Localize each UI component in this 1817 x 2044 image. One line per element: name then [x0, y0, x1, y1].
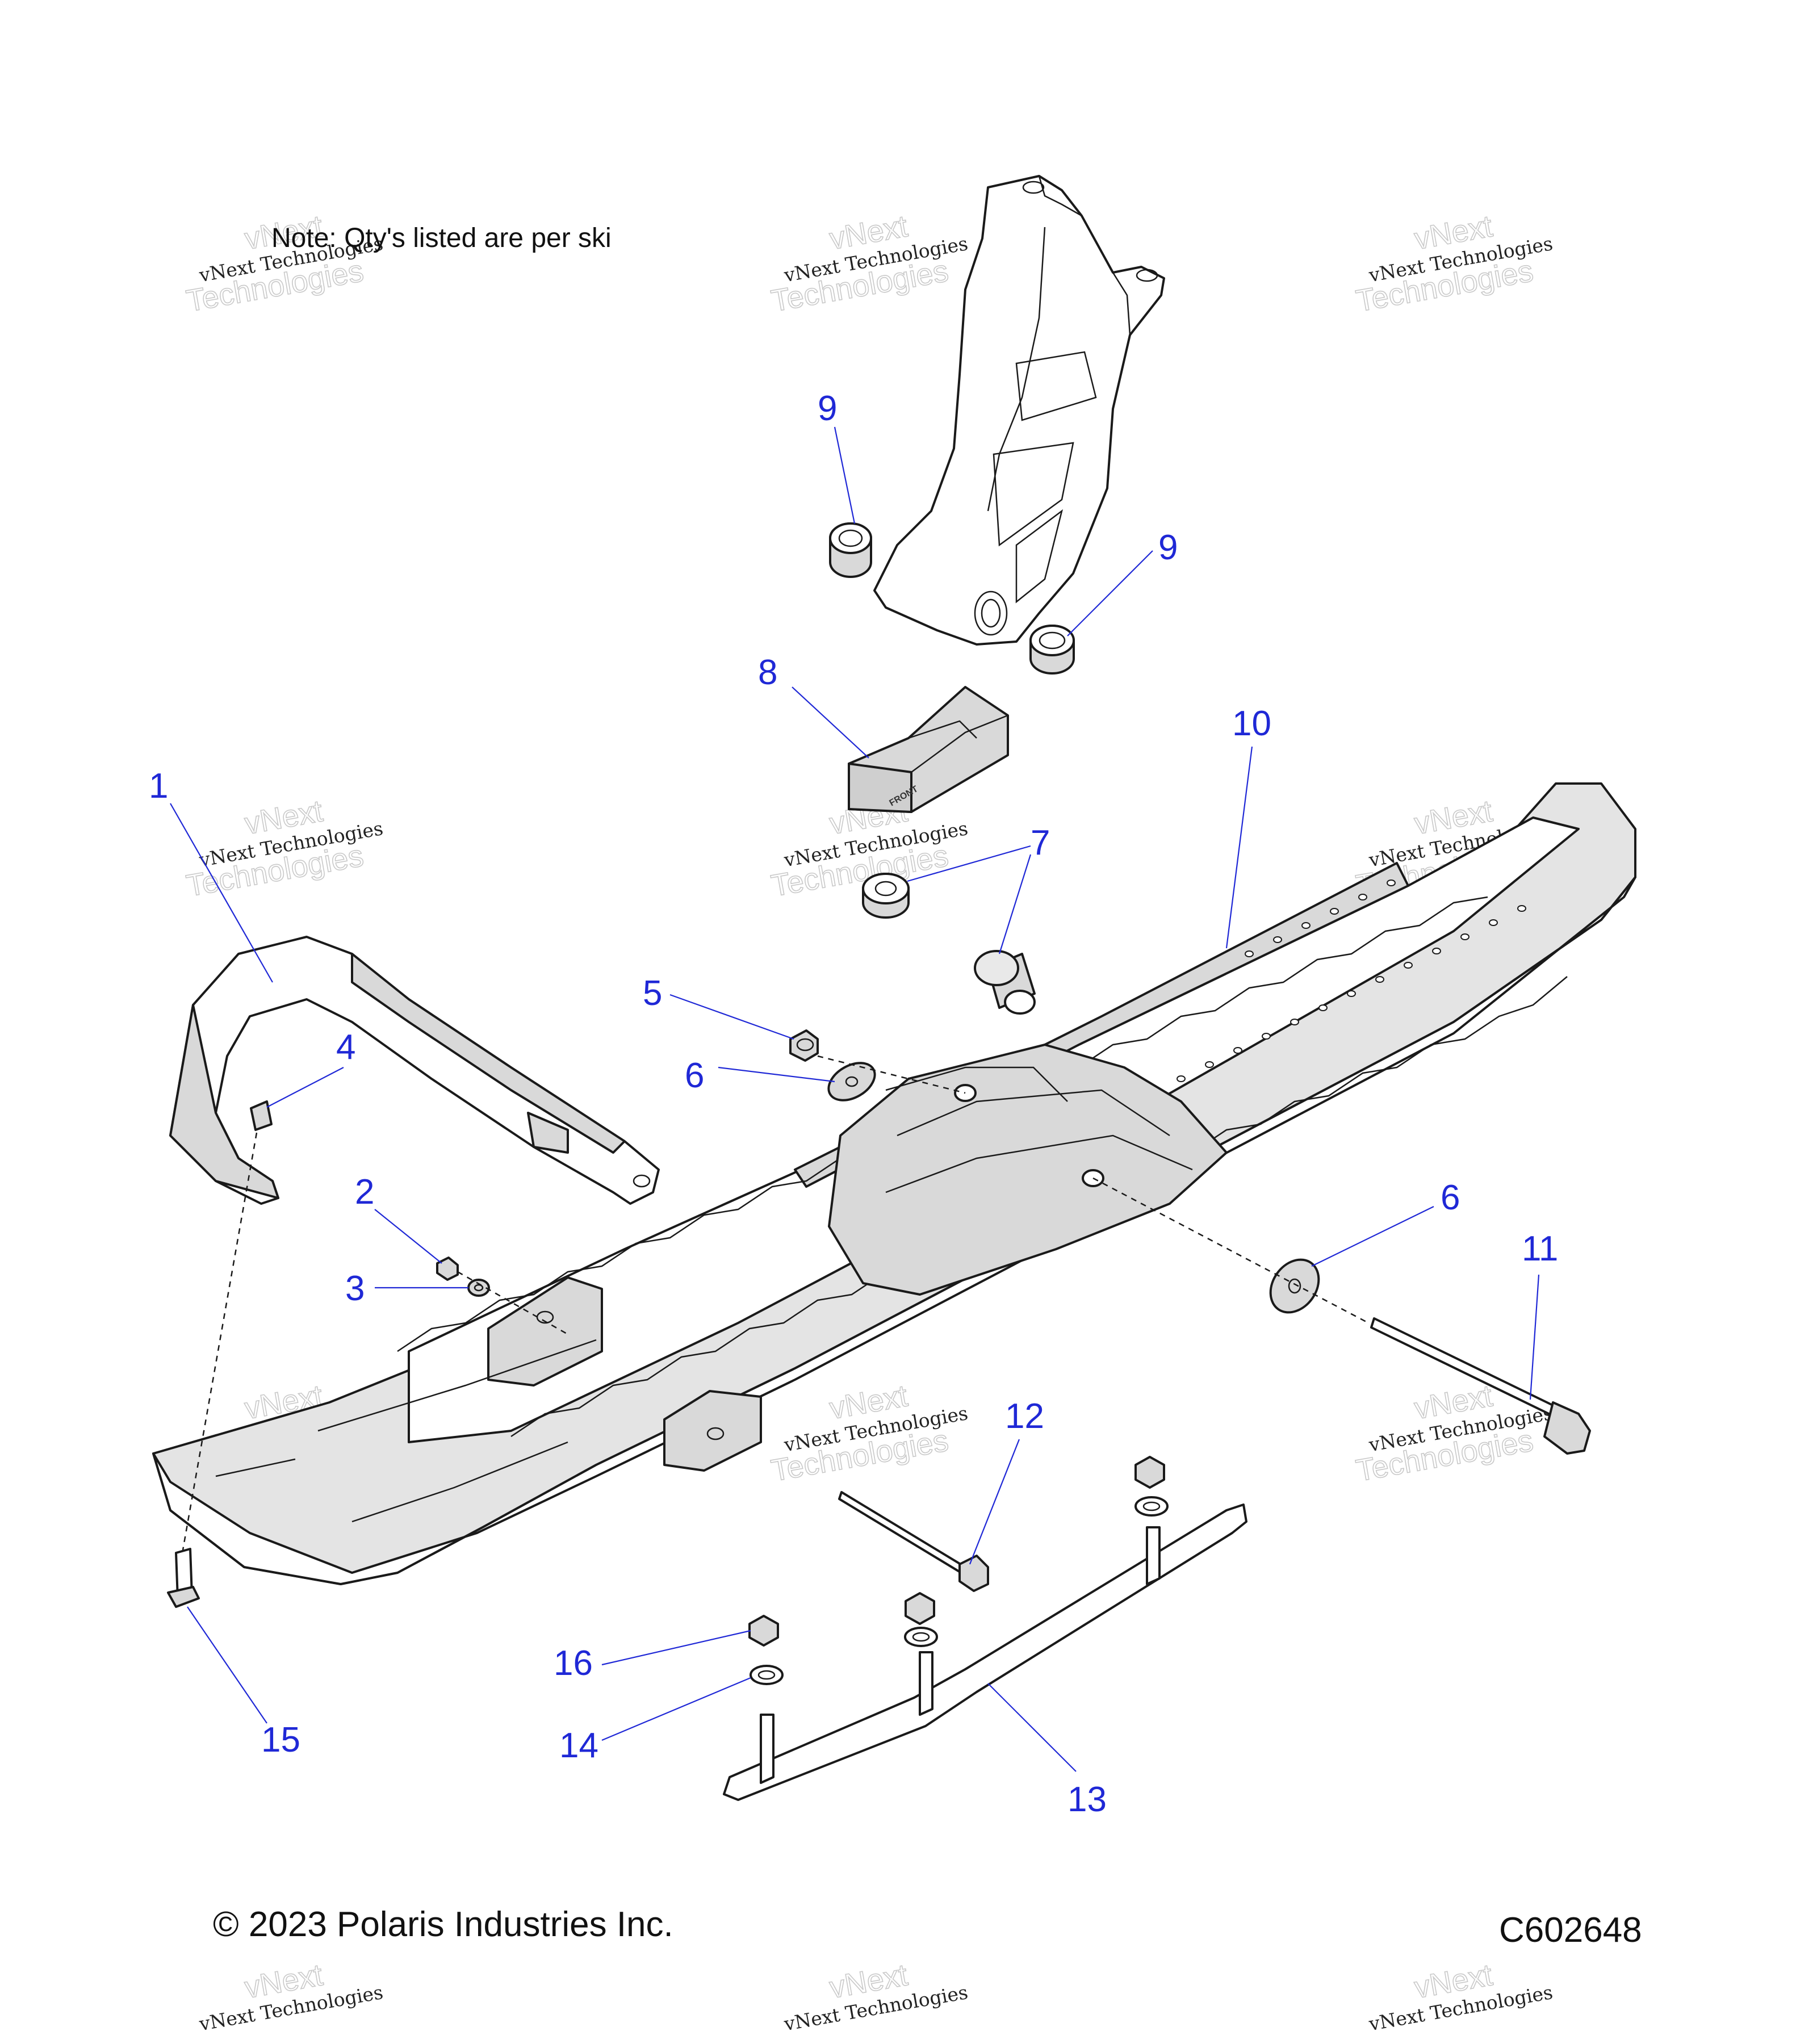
washer-6-upper — [827, 1062, 876, 1101]
washer-14 — [750, 1665, 784, 1685]
callout-12: 12 — [1005, 1397, 1044, 1436]
callout-13: 13 — [1067, 1780, 1107, 1819]
callout-7: 7 — [1031, 823, 1050, 862]
nut-5 — [789, 1029, 819, 1062]
copyright-text: © 2023 Polaris Industries Inc. — [213, 1905, 673, 1944]
nut-insert-4 — [250, 1100, 273, 1131]
watermark: vNext vNext Technologies — [1367, 1957, 1555, 2035]
flange-nut-16 — [748, 1615, 779, 1647]
spindle — [873, 175, 1165, 646]
callout-4: 4 — [336, 1028, 355, 1067]
washer-6-lower — [1269, 1258, 1320, 1314]
callout-16: 16 — [554, 1644, 593, 1683]
callout-6b: 6 — [1441, 1178, 1460, 1217]
callout-5: 5 — [643, 974, 662, 1013]
assembly-lines — [182, 1055, 1369, 1551]
ski — [152, 782, 1636, 1585]
sleeve-bushing-a — [862, 873, 910, 919]
callout-3: 3 — [345, 1269, 365, 1308]
callouts: 9 9 8 10 7 1 4 5 6 2 3 6 11 12 16 14 13 … — [149, 389, 1558, 1819]
quantity-note: Note: Qty's listed are per ski — [271, 223, 612, 253]
watermark: vNext vNext Technologies — [782, 1957, 970, 2035]
flange-nut-16c — [1134, 1456, 1165, 1489]
pivot-bolt-11 — [1370, 1317, 1591, 1455]
bushing-lower — [1029, 625, 1075, 675]
sleeve-bushing-b — [974, 950, 1036, 1015]
callout-15: 15 — [261, 1720, 300, 1760]
callout-14: 14 — [559, 1726, 598, 1765]
diagram-code: C602648 — [1499, 1911, 1642, 1950]
watermark: vNext Technologies vNext Technologies — [183, 793, 385, 903]
ski-loop — [169, 936, 660, 1205]
watermark: vNext Technologies vNext Technologies — [183, 208, 385, 319]
flange-nut-16b — [905, 1592, 935, 1625]
callout-2: 2 — [355, 1172, 374, 1212]
bushing-upper — [829, 522, 872, 578]
washer-3 — [467, 1279, 490, 1297]
nut-2 — [436, 1256, 459, 1281]
carbide-runner-13 — [723, 1503, 1247, 1801]
watermark: vNext Technologies vNext Technologies — [1353, 208, 1555, 319]
callout-11: 11 — [1522, 1229, 1558, 1268]
ski-saddle: FRONT — [848, 686, 1009, 813]
watermark: vNext Technologies vNext Technologies — [1353, 1378, 1555, 1488]
callout-6a: 6 — [685, 1056, 704, 1095]
washer-14b — [904, 1627, 938, 1647]
watermark: vNext vNext Technologies — [197, 1957, 385, 2035]
callout-9a: 9 — [818, 389, 837, 428]
leader-lines — [170, 426, 1540, 1772]
bolt-15 — [167, 1548, 200, 1608]
callout-10: 10 — [1232, 704, 1271, 743]
callout-8: 8 — [758, 653, 777, 692]
watermark: vNext Technologies vNext Technologies — [768, 1378, 970, 1488]
callout-1: 1 — [149, 767, 168, 806]
callout-9b: 9 — [1158, 528, 1178, 567]
watermark: vNext Technologies vNext Technologies — [768, 208, 970, 319]
bolt-12 — [838, 1491, 989, 1592]
washer-14c — [1134, 1496, 1169, 1517]
